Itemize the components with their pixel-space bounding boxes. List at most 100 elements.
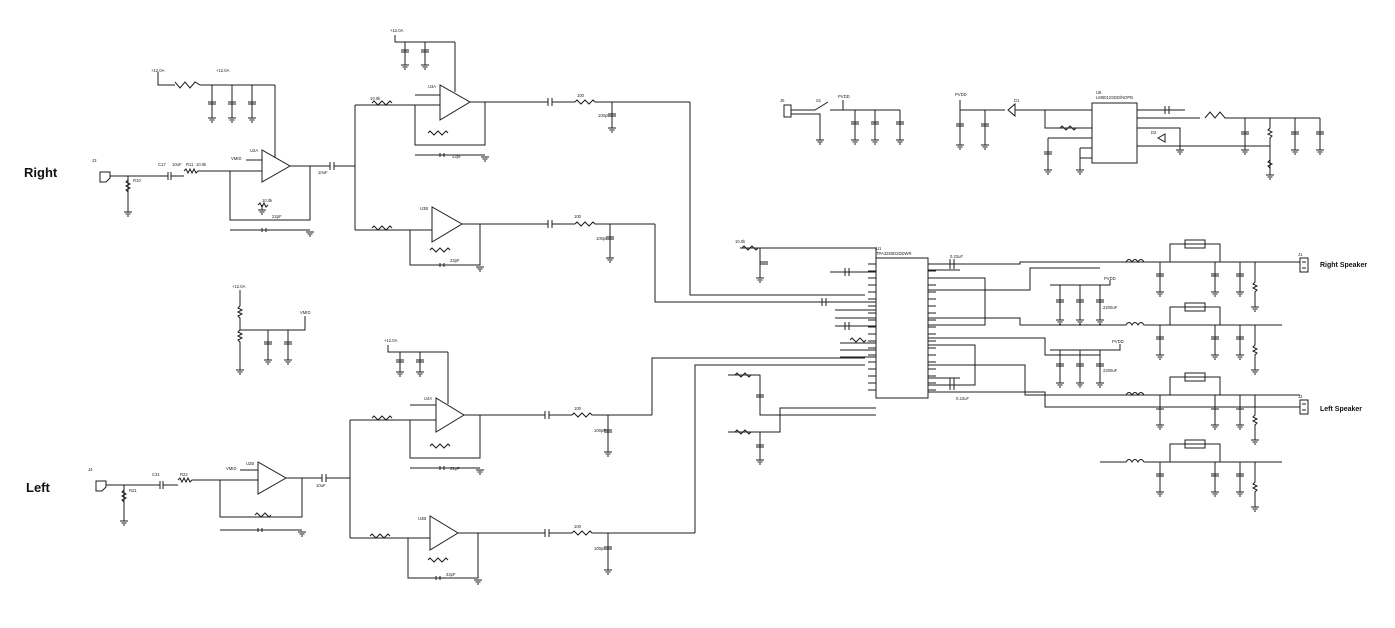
right-channel-title: Right bbox=[24, 165, 58, 180]
svg-text:100: 100 bbox=[574, 214, 582, 219]
ground-symbol bbox=[1056, 319, 1064, 325]
ground-symbol bbox=[1096, 319, 1104, 325]
power-input-switch: PVDD J5 S1 bbox=[780, 94, 904, 140]
ground-symbol bbox=[1236, 354, 1244, 360]
left-opamp-u4a: U4A 22pF bbox=[371, 352, 545, 471]
vmid-divider: +12.0A VMID bbox=[232, 284, 310, 370]
ground-symbol bbox=[1211, 354, 1219, 360]
ground-symbol bbox=[1211, 424, 1219, 430]
svg-text:+12.0A: +12.0A bbox=[384, 338, 398, 343]
svg-text:PVDD: PVDD bbox=[1112, 339, 1124, 344]
left-buffer-opamp-u2b: U2B VMID bbox=[219, 461, 322, 532]
ground-symbol bbox=[1156, 291, 1164, 297]
current-shunt bbox=[1169, 439, 1221, 462]
left-input-jack: J4 R21 bbox=[88, 467, 152, 526]
ground-symbol bbox=[1156, 354, 1164, 360]
ground-symbol bbox=[421, 64, 429, 70]
ground-symbol bbox=[228, 117, 236, 123]
ground-symbol bbox=[1291, 149, 1299, 155]
svg-text:U4B: U4B bbox=[418, 516, 426, 521]
svg-text:J1: J1 bbox=[1298, 252, 1303, 257]
svg-text:10.0k: 10.0k bbox=[370, 96, 381, 101]
amplifier-input-caps: 10.0k bbox=[735, 239, 877, 358]
svg-text:VMID: VMID bbox=[300, 310, 310, 315]
svg-text:J3: J3 bbox=[92, 158, 97, 163]
svg-text:100: 100 bbox=[574, 406, 582, 411]
ground-symbol bbox=[1096, 382, 1104, 388]
right-lower-output-rc: 100 100pF bbox=[547, 214, 865, 303]
ground-symbol bbox=[1251, 439, 1259, 445]
right-output-cap-c47: 10uF bbox=[318, 162, 355, 175]
snubber-resistor bbox=[1251, 462, 1259, 507]
pvdd-decoupling-upper: PVDD 2200uF bbox=[1050, 276, 1118, 320]
svg-text:+12.0A: +12.0A bbox=[390, 28, 404, 33]
svg-text:R22: R22 bbox=[180, 472, 188, 477]
right-opamp-u3a: 10.0k U3A 22pF bbox=[370, 42, 548, 159]
svg-text:PVDD: PVDD bbox=[955, 92, 967, 97]
ground-symbol bbox=[1316, 149, 1324, 155]
svg-text:22pF: 22pF bbox=[450, 258, 460, 263]
filter-capacitor bbox=[1156, 325, 1164, 355]
left-opamp-u4b: U4B 22pF bbox=[369, 515, 545, 580]
ground-symbol bbox=[1044, 169, 1052, 175]
ground-symbol bbox=[896, 139, 904, 145]
svg-text:+12.0A: +12.0A bbox=[216, 68, 230, 73]
current-shunt bbox=[1169, 239, 1221, 262]
filter-capacitor bbox=[1211, 325, 1219, 355]
ground-symbol bbox=[851, 139, 859, 145]
svg-text:U2A: U2A bbox=[250, 148, 258, 153]
ground-symbol bbox=[474, 579, 482, 585]
right-coupling-cap-c17: C17 10uF bbox=[158, 162, 184, 180]
ground-symbol bbox=[476, 469, 484, 475]
svg-text:100pF: 100pF bbox=[594, 546, 606, 551]
svg-text:U1: U1 bbox=[876, 246, 882, 251]
pvdd-decoupling-lower: PVDD 2200uF bbox=[1050, 339, 1124, 383]
right-input-resistor-r10: R10 bbox=[124, 178, 141, 193]
svg-text:LM5012SDD/NOPB: LM5012SDD/NOPB bbox=[1096, 95, 1133, 100]
svg-text:10.0k: 10.0k bbox=[735, 239, 746, 244]
ground-symbol bbox=[396, 371, 404, 377]
output-inductor bbox=[1100, 459, 1230, 463]
svg-text:J2: J2 bbox=[1298, 394, 1303, 399]
svg-text:22pF: 22pF bbox=[272, 214, 282, 219]
svg-text:10uF: 10uF bbox=[172, 162, 182, 167]
ground-symbol bbox=[284, 359, 292, 365]
svg-text:10.0k: 10.0k bbox=[196, 162, 207, 167]
svg-text:J5: J5 bbox=[780, 98, 785, 103]
svg-text:100: 100 bbox=[577, 93, 585, 98]
svg-text:10uF: 10uF bbox=[316, 483, 326, 488]
left-speaker-connector: J2 bbox=[1298, 394, 1309, 415]
left-lower-output-rc: 100 100pF bbox=[544, 364, 865, 570]
svg-text:C17: C17 bbox=[158, 162, 166, 167]
right-buffer-feedback: 10.0k 22pF bbox=[257, 198, 282, 232]
svg-text:S1: S1 bbox=[816, 98, 822, 103]
amplifier-ic-u1: U1 TPA3250D2DDWR bbox=[875, 246, 929, 399]
svg-text:J4: J4 bbox=[88, 467, 93, 472]
ground-symbol bbox=[1076, 169, 1084, 175]
right-input-resistor-r11: R11 10.0k bbox=[183, 162, 230, 175]
left-split-net bbox=[349, 419, 400, 539]
amplifier-bias-caps bbox=[728, 372, 876, 460]
ground-symbol bbox=[416, 371, 424, 377]
ground-symbol bbox=[264, 359, 272, 365]
left-opamp-u4a-supply: +12.0A bbox=[384, 338, 448, 372]
svg-text:100: 100 bbox=[574, 524, 582, 529]
ground-symbol bbox=[956, 144, 964, 150]
ground-symbols bbox=[208, 64, 1324, 585]
svg-text:D1: D1 bbox=[1014, 98, 1020, 103]
svg-text:U3A: U3A bbox=[428, 84, 436, 89]
ground-symbol bbox=[1176, 149, 1184, 155]
ground-symbol bbox=[1266, 174, 1274, 180]
ground-symbol bbox=[298, 531, 306, 537]
ground-symbol bbox=[604, 569, 612, 575]
filter-capacitor bbox=[1211, 462, 1219, 492]
ground-symbol bbox=[258, 209, 266, 215]
ground-symbol bbox=[1251, 369, 1259, 375]
svg-text:0.22uF: 0.22uF bbox=[950, 254, 963, 259]
svg-text:R21: R21 bbox=[129, 488, 137, 493]
svg-text:VMID: VMID bbox=[226, 466, 236, 471]
filter-capacitor bbox=[1156, 462, 1164, 492]
ground-symbol bbox=[871, 139, 879, 145]
svg-text:U3B: U3B bbox=[420, 206, 428, 211]
ground-symbol bbox=[1076, 382, 1084, 388]
